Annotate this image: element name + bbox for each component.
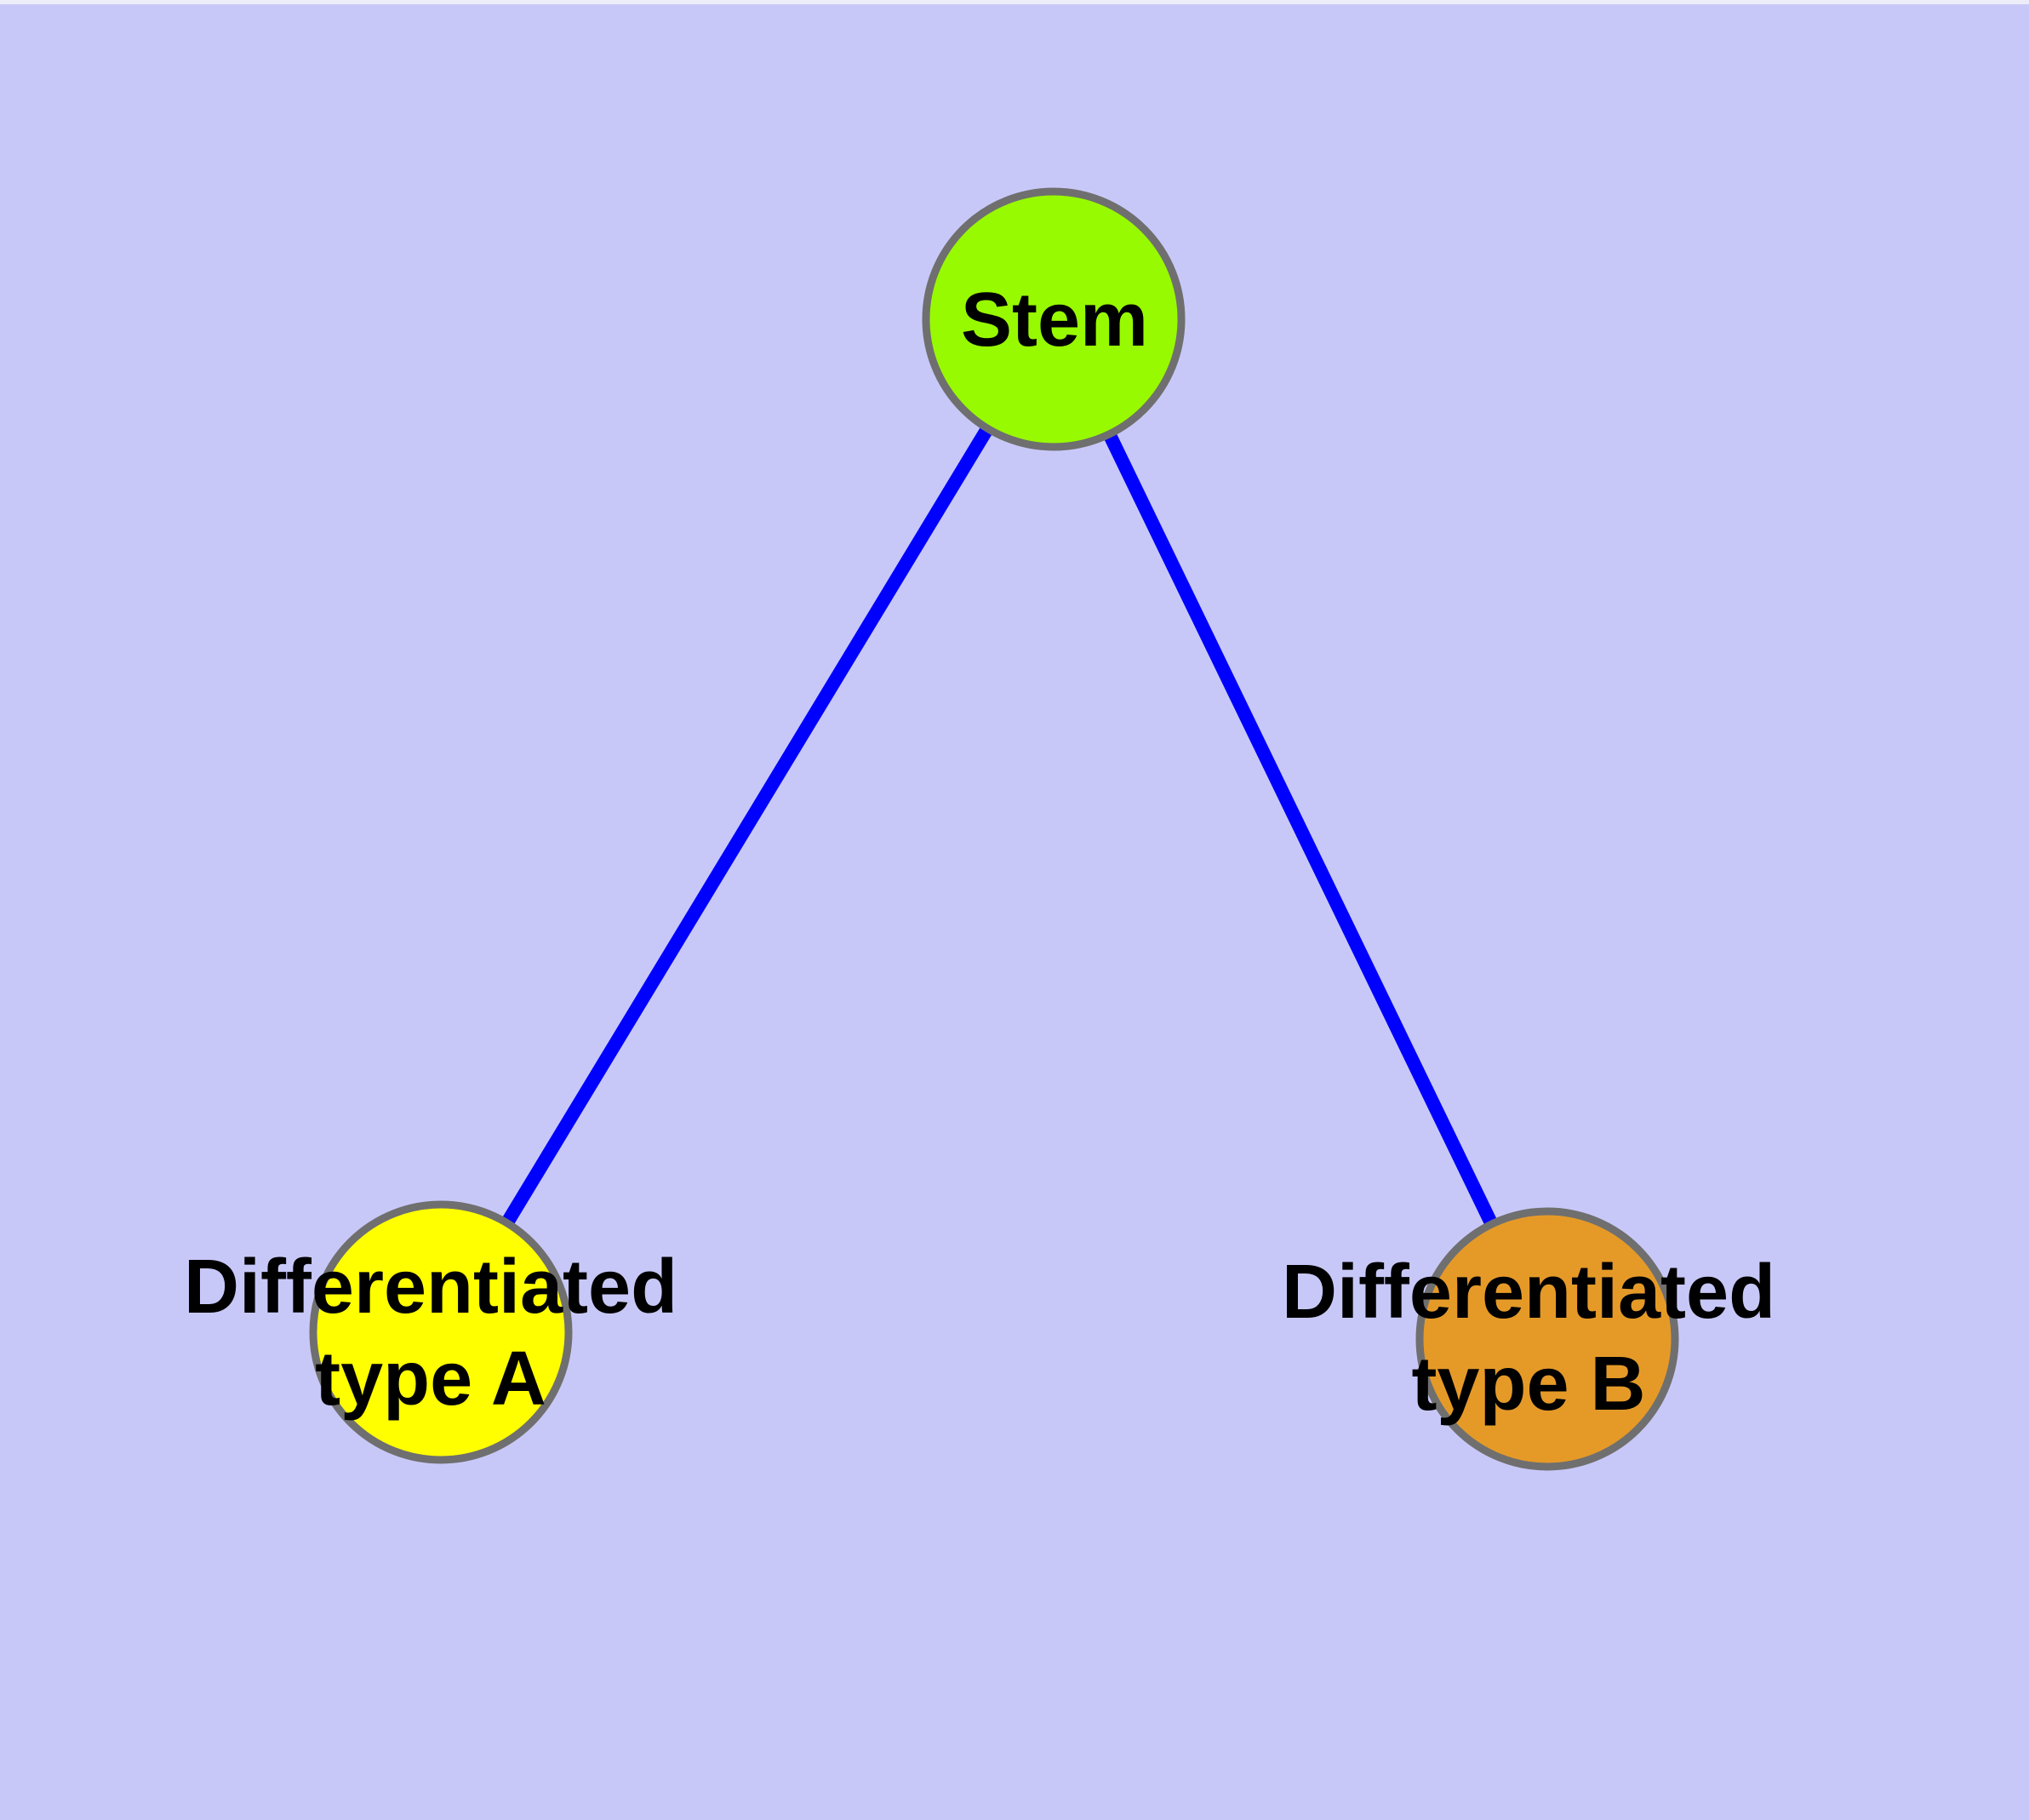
edge-stem-to-type-b [1047,316,1554,1342]
top-edge-highlight [0,0,2029,4]
node-differentiated-type-b [1415,1207,1679,1471]
node-stem [922,187,1186,451]
node-differentiated-type-a [309,1200,573,1464]
edge-stem-to-type-a [435,315,1060,1336]
